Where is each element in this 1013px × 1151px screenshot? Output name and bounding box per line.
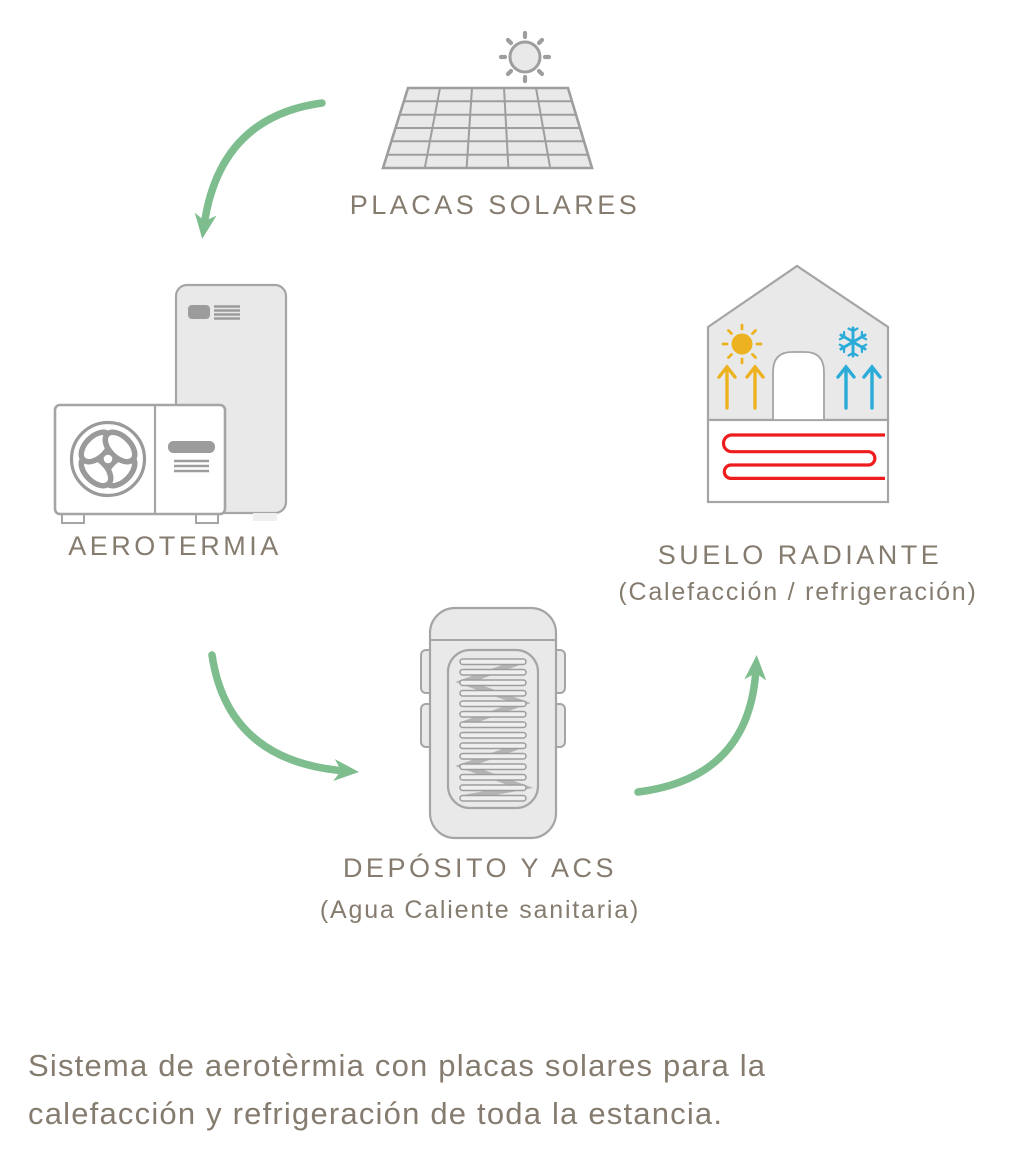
deposito-label: DEPÓSITO Y ACS bbox=[342, 853, 618, 883]
aerotermia-label: AEROTERMIA bbox=[68, 531, 282, 561]
arrow-deposito-to-suelo-icon bbox=[634, 655, 767, 796]
fan-icon bbox=[69, 420, 147, 498]
water-tank-icon bbox=[420, 606, 566, 840]
sun-icon bbox=[498, 30, 552, 84]
warm-air-arrows-icon bbox=[717, 364, 765, 410]
tank-side-tabs bbox=[420, 649, 566, 748]
radiant-floor-pipe-icon bbox=[721, 433, 885, 480]
suelo-radiante-sublabel: (Calefacción / refrigeración) bbox=[618, 578, 978, 606]
house-body bbox=[706, 264, 890, 422]
outdoor-unit bbox=[53, 403, 227, 524]
suelo-radiante-label: SUELO RADIANTE bbox=[657, 540, 943, 570]
floor-section bbox=[706, 418, 890, 504]
snowflake-icon bbox=[838, 326, 868, 358]
caption-line-1: Sistema de aerotèrmia con placas solares… bbox=[28, 1048, 767, 1083]
sun-heat-icon bbox=[721, 323, 763, 365]
placas-solares-label: PLACAS SOLARES bbox=[349, 190, 641, 220]
house-radiant-floor-icon bbox=[706, 264, 890, 504]
arrow-aerotermia-to-deposito-icon bbox=[208, 651, 359, 782]
heat-pump-icon bbox=[53, 283, 288, 524]
deposito-sublabel: (Agua Caliente sanitaria) bbox=[319, 896, 641, 924]
solar-panel-icon bbox=[381, 30, 594, 170]
cool-air-arrows-icon bbox=[836, 364, 882, 410]
door bbox=[772, 351, 825, 421]
caption-line-2: calefacción y refrigeración de toda la e… bbox=[28, 1096, 724, 1131]
caption: Sistema de aerotèrmia con placas solares… bbox=[28, 1042, 968, 1138]
coil-icon bbox=[446, 648, 540, 810]
panel-grid bbox=[381, 86, 594, 170]
